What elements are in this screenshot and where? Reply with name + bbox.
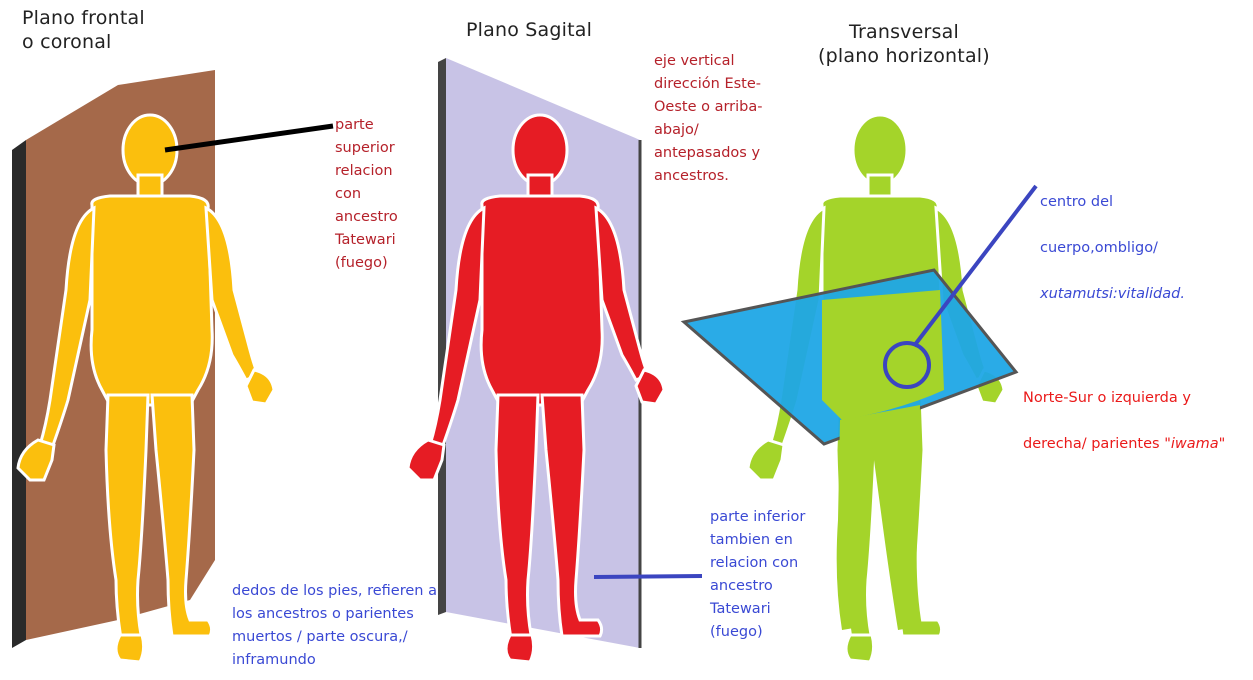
annotation-norte-line1: Norte-Sur o izquierda y [1023, 387, 1225, 410]
annotation-centro-line2: cuerpo,ombligo/ [1040, 237, 1185, 260]
title-sagital: Plano Sagital [466, 18, 592, 42]
transversal-figure-front [822, 290, 944, 630]
annotation-norte-line2-c: " [1219, 436, 1226, 452]
annotation-norte-sur: Norte-Sur o izquierda y derecha/ parient… [1023, 364, 1225, 479]
annotation-norte-line2: derecha/ parientes "iwama" [1023, 433, 1225, 456]
annotation-superior: parte superior relacion con ancestro Tat… [335, 114, 398, 275]
title-transversal: Transversal (plano horizontal) [818, 20, 990, 68]
title-frontal: Plano frontal o coronal [22, 6, 145, 54]
annotation-centro-line3: xutamutsi:vitalidad. [1040, 283, 1185, 306]
inferior-leader-line [594, 576, 702, 577]
annotation-eje-vertical: eje vertical dirección Este- Oeste o arr… [654, 50, 763, 188]
annotation-dedos: dedos de los pies, refieren a los ancest… [232, 580, 437, 672]
frontal-plane-shadow [12, 140, 26, 648]
annotation-norte-line2-a: derecha/ parientes " [1023, 436, 1171, 452]
annotation-norte-iwama: iwama [1171, 436, 1219, 452]
annotation-centro-line1: centro del [1040, 191, 1185, 214]
annotation-centro: centro del cuerpo,ombligo/ xutamutsi:vit… [1040, 168, 1185, 329]
sagital-plane-edge [438, 58, 446, 615]
annotation-inferior: parte inferior tambien en relacion con a… [710, 506, 805, 644]
